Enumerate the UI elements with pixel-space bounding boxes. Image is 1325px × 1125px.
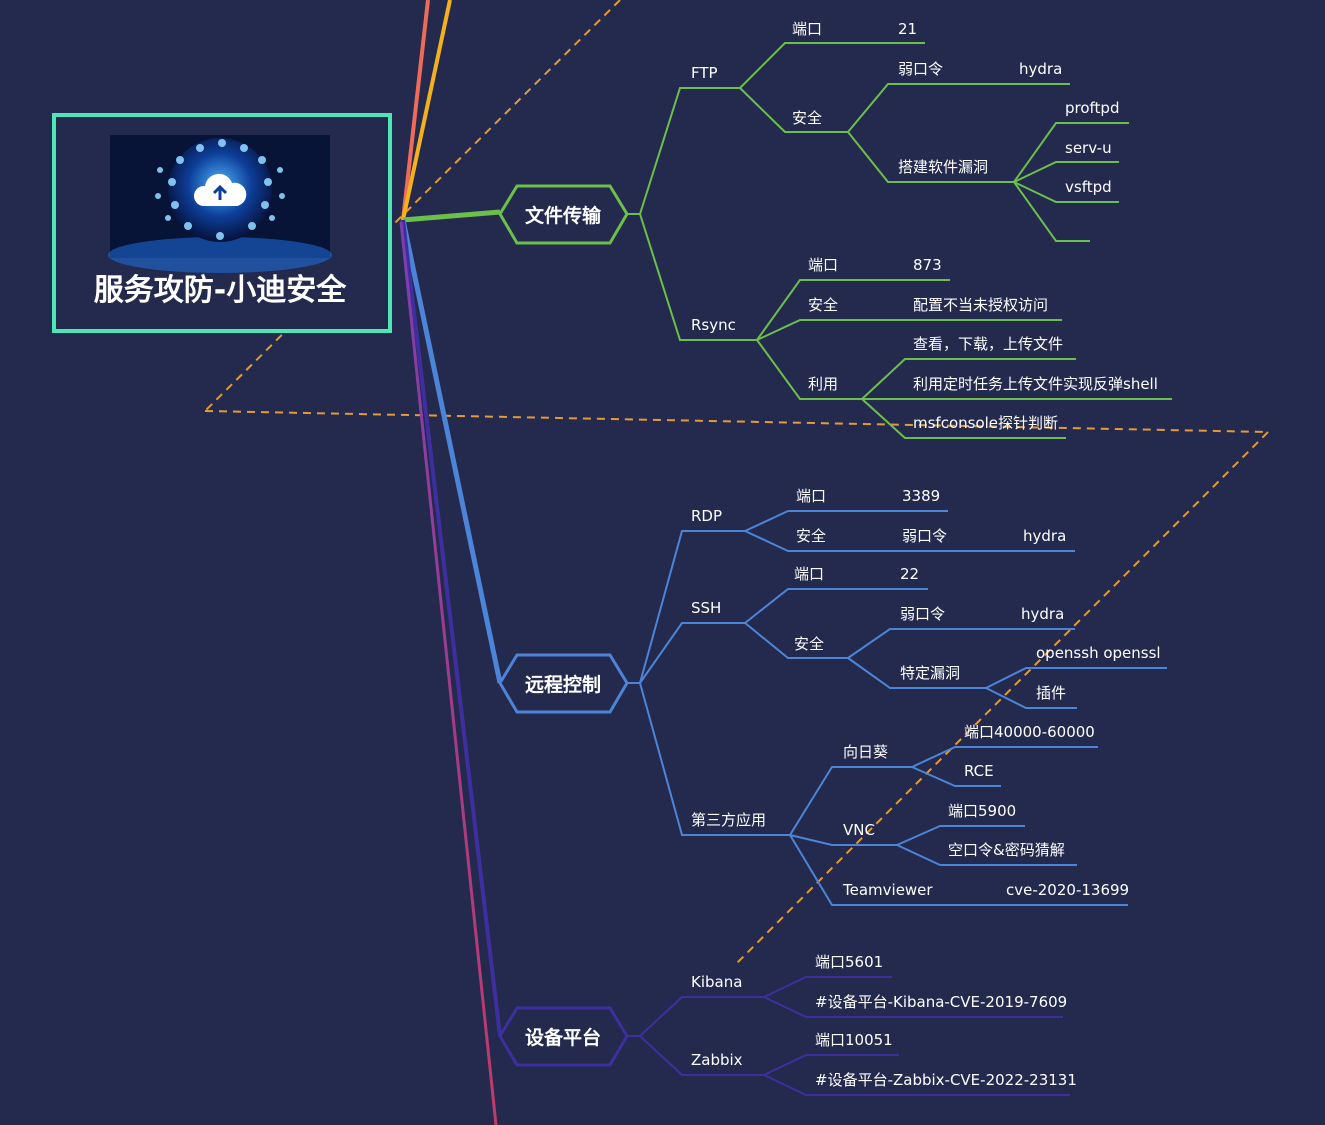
ftp-port-label[interactable]: 端口 [792, 20, 822, 38]
rsync-exploit-item[interactable]: msfconsole探针判断 [913, 414, 1058, 432]
teamviewer-value[interactable]: cve-2020-13699 [1006, 881, 1129, 899]
rdp-weak-password-tool[interactable]: hydra [1023, 527, 1066, 545]
ftp-weak-password[interactable]: 弱口令 [898, 60, 943, 78]
ssh-weak-password[interactable]: 弱口令 [900, 605, 945, 623]
rsync-port-value[interactable]: 873 [913, 256, 942, 274]
kibana-item[interactable]: #设备平台-Kibana-CVE-2019-7609 [815, 993, 1067, 1011]
rsync-security-label[interactable]: 安全 [808, 296, 838, 314]
ftp-security-label[interactable]: 安全 [792, 109, 822, 127]
branch-remote-control [627, 510, 1167, 906]
rsync-exploit-item[interactable]: 查看，下载，上传文件 [913, 335, 1063, 353]
ftp-software-item[interactable]: proftpd [1065, 99, 1119, 117]
dashed-boundary [204, 0, 1269, 966]
branch-device-platform [627, 976, 1070, 1096]
kibana-label[interactable]: Kibana [691, 973, 742, 991]
sunflower-label[interactable]: 向日葵 [843, 743, 888, 761]
branch-file-transfer [627, 42, 1172, 439]
cloud-network-image [108, 135, 332, 273]
ftp-weak-password-tool[interactable]: hydra [1019, 60, 1062, 78]
zabbix-item[interactable]: 端口10051 [815, 1031, 893, 1049]
rdp-weak-password[interactable]: 弱口令 [902, 527, 947, 545]
sunflower-item[interactable]: 端口40000-60000 [964, 723, 1095, 741]
ssh-port-label[interactable]: 端口 [794, 565, 824, 583]
node-file-transfer[interactable]: 文件传输 [498, 184, 629, 245]
ssh-weak-password-tool[interactable]: hydra [1021, 605, 1064, 623]
vnc-item[interactable]: 空口令&密码猜解 [948, 841, 1065, 859]
ssh-label[interactable]: SSH [691, 599, 721, 617]
remote-control-label: 远程控制 [525, 673, 601, 696]
ssh-vuln-item[interactable]: 插件 [1036, 684, 1066, 702]
ftp-software-vuln[interactable]: 搭建软件漏洞 [898, 158, 988, 176]
main-stems [399, 0, 503, 1125]
node-remote-control[interactable]: 远程控制 [498, 653, 629, 714]
ftp-label[interactable]: FTP [691, 64, 718, 82]
rdp-label[interactable]: RDP [691, 507, 722, 525]
cloud-upload-icon [193, 173, 247, 206]
vnc-item[interactable]: 端口5900 [948, 802, 1016, 820]
sunflower-item[interactable]: RCE [964, 762, 994, 780]
rsync-exploit-item[interactable]: 利用定时任务上传文件实现反弹shell [913, 375, 1158, 393]
rsync-label[interactable]: Rsync [691, 316, 736, 334]
rsync-security-value[interactable]: 配置不当未授权访问 [913, 296, 1048, 314]
root-title: 服务攻防-小迪安全 [94, 273, 347, 308]
ssh-specific-vuln[interactable]: 特定漏洞 [900, 664, 960, 682]
device-platform-label: 设备平台 [525, 1026, 601, 1049]
zabbix-item[interactable]: #设备平台-Zabbix-CVE-2022-23131 [815, 1071, 1077, 1089]
teamviewer-label[interactable]: Teamviewer [842, 881, 933, 899]
root-node[interactable]: 服务攻防-小迪安全 [52, 113, 392, 333]
ftp-software-item[interactable]: serv-u [1065, 139, 1112, 157]
ssh-vuln-item[interactable]: openssh openssl [1036, 644, 1161, 662]
rsync-exploit-label[interactable]: 利用 [808, 375, 838, 393]
ftp-port-value[interactable]: 21 [898, 20, 917, 38]
zabbix-label[interactable]: Zabbix [691, 1051, 743, 1069]
rdp-security-label[interactable]: 安全 [796, 527, 826, 545]
node-device-platform[interactable]: 设备平台 [498, 1006, 629, 1067]
file-transfer-label: 文件传输 [525, 204, 602, 227]
vnc-label[interactable]: VNC [843, 821, 875, 839]
ssh-security-label[interactable]: 安全 [794, 635, 824, 653]
rdp-port-value[interactable]: 3389 [902, 487, 940, 505]
kibana-item[interactable]: 端口5601 [815, 953, 883, 971]
ftp-software-item[interactable]: vsftpd [1065, 178, 1112, 196]
ssh-port-value[interactable]: 22 [900, 565, 919, 583]
rdp-port-label[interactable]: 端口 [796, 487, 826, 505]
rsync-port-label[interactable]: 端口 [808, 256, 838, 274]
third-party-label[interactable]: 第三方应用 [691, 811, 766, 829]
